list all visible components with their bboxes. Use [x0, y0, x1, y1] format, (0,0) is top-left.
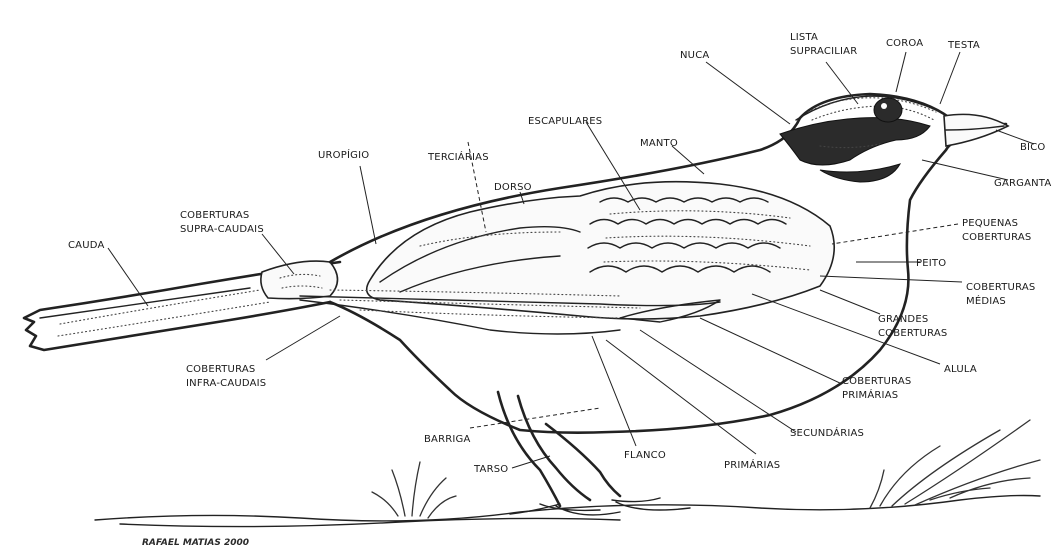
label-nuca: NUCA	[680, 50, 709, 61]
leg-rear	[498, 392, 560, 506]
label-grandes-line1: GRANDES	[878, 314, 928, 325]
label-tarso: TARSO	[473, 464, 508, 475]
label-lista-line1: LISTA	[790, 32, 818, 43]
label-cob-medias-line2: MÉDIAS	[966, 294, 1006, 307]
label-grandes-line2: COBERTURAS	[878, 328, 947, 339]
label-cob-infra-line1: COBERTURAS	[186, 364, 255, 375]
label-cauda: CAUDA	[68, 240, 105, 251]
eye-highlight	[881, 103, 887, 109]
label-coroa: COROA	[886, 38, 923, 49]
label-cob-supra-line1: COBERTURAS	[180, 210, 249, 221]
artist-signature: RAFAEL MATIAS 2000	[142, 538, 249, 548]
label-peq-cob-line1: PEQUENAS	[962, 218, 1018, 229]
label-cob-supra-line2: SUPRA-CAUDAIS	[180, 224, 264, 235]
label-peito: PEITO	[916, 258, 946, 269]
eye	[874, 98, 902, 122]
label-alula: ALULA	[944, 364, 977, 375]
label-flanco: FLANCO	[624, 450, 666, 461]
label-testa: TESTA	[947, 40, 980, 51]
label-uropigio: UROPÍGIO	[318, 148, 369, 161]
label-lista-line2: SUPRACILIAR	[790, 46, 857, 57]
label-cob-medias-line1: COBERTURAS	[966, 282, 1035, 293]
label-cob-prim-line2: PRIMÁRIAS	[842, 388, 898, 401]
label-dorso: DORSO	[494, 182, 532, 193]
label-garganta: GARGANTA	[994, 178, 1051, 189]
label-cob-infra-line2: INFRA-CAUDAIS	[186, 378, 266, 389]
eye-mask	[780, 118, 930, 165]
label-bico: BICO	[1020, 142, 1045, 153]
label-tercearias: TERCIÁRIAS	[427, 150, 489, 163]
label-escapulares: ESCAPULARES	[528, 116, 602, 127]
label-primarias: PRIMÁRIAS	[724, 458, 780, 471]
label-manto: MANTO	[640, 138, 678, 149]
bird-illustration	[24, 94, 1008, 515]
label-barriga: BARRIGA	[424, 434, 471, 445]
label-peq-cob-line2: COBERTURAS	[962, 232, 1031, 243]
label-cob-prim-line1: COBERTURAS	[842, 376, 911, 387]
label-secundarias: SECUNDÁRIAS	[790, 426, 864, 439]
